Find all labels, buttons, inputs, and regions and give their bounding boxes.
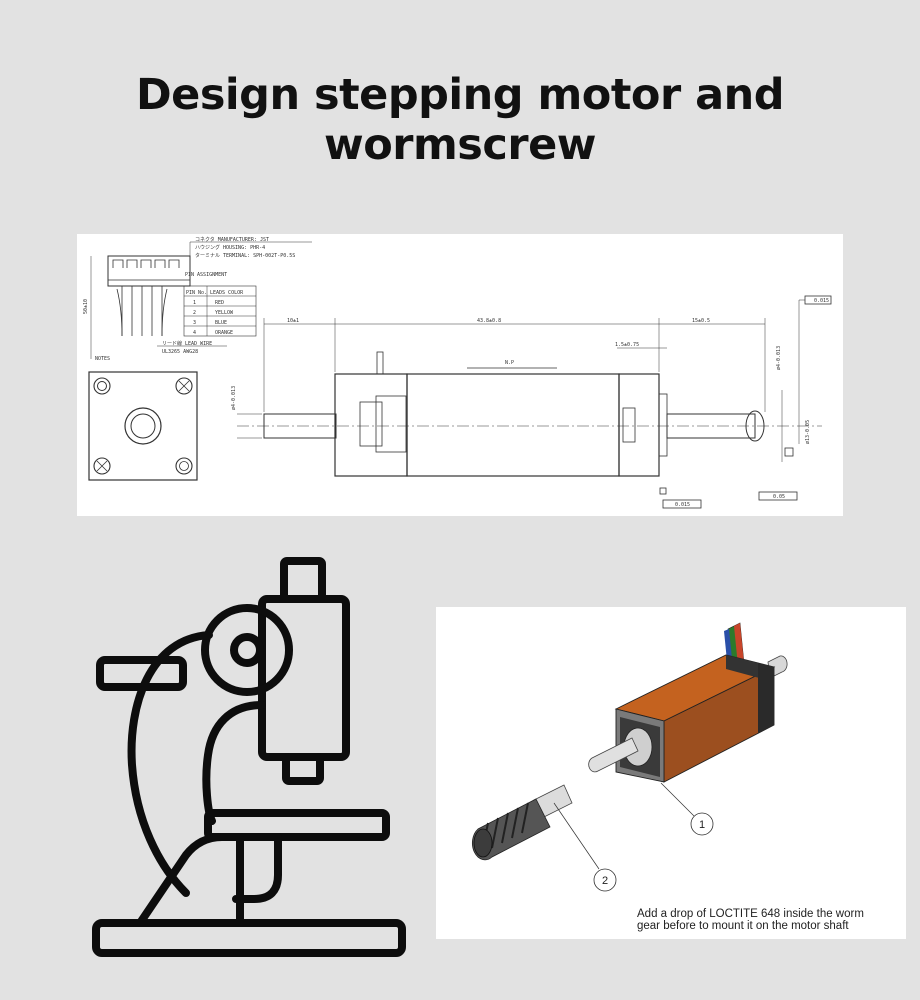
assembly-note-line-1: Add a drop of LOCTITE 648 inside the wor…: [637, 908, 864, 920]
tol-bottom-left: 0.015: [675, 502, 690, 508]
dim-diameter-pilot: ø13-0.05: [805, 420, 811, 444]
connector: [107, 255, 191, 337]
pin-color: BLUE: [215, 320, 227, 326]
pin-table: PIN No. LEADS COLOR 1 RED 2 YELLOW 3 BLU…: [183, 285, 257, 337]
balloon-2-label: 2: [602, 875, 608, 887]
page-title: Design stepping motor and wormscrew: [135, 70, 785, 170]
pin-color: ORANGE: [215, 330, 233, 336]
technical-drawing: 50±10 コネクタ MANUFACTURER: JST ハウジング HOUSI…: [77, 234, 843, 516]
pin-header-no: PIN No.: [186, 290, 207, 296]
dimensions: [237, 299, 805, 462]
balloon-1: [690, 812, 714, 836]
lead-wire-note: リード線 LEAD WIRE UL3265 AWG28 NOTES: [95, 340, 227, 362]
dim-right-shaft: 15±0.5: [692, 318, 710, 324]
worm-gear: [471, 784, 573, 861]
lead-wire-line-1: リード線 LEAD WIRE: [162, 340, 212, 347]
dim-diameter-right: ø4-0.013: [776, 346, 782, 370]
pin-no: 3: [193, 320, 196, 326]
pin-no: 4: [193, 330, 196, 336]
microscope-icon: [90, 555, 410, 960]
dim-diameter-left: ø4-0.013: [231, 386, 237, 410]
dim-small: 1.5±0.75: [615, 342, 639, 348]
lead-wire-line-2: UL3265 AWG28: [162, 349, 198, 355]
front-view: [88, 371, 198, 481]
pin-color: YELLOW: [215, 310, 234, 316]
assembly-note: Add a drop of LOCTITE 648 inside the wor…: [637, 908, 864, 932]
pin-no: 1: [193, 300, 196, 306]
np-label: N.P: [505, 360, 514, 366]
dim-body: 43.8±0.8: [477, 318, 501, 324]
connector-note-1: コネクタ MANUFACTURER: JST: [195, 236, 269, 243]
pin-assignment-title: PIN ASSIGNMENT: [185, 272, 227, 278]
flag-label: 0.015: [814, 298, 829, 304]
height-dimension: 50±10: [83, 299, 89, 314]
pin-no: 2: [193, 310, 196, 316]
balloon-1-label: 1: [699, 819, 705, 831]
motor-body: [614, 654, 776, 783]
tol-bottom-right: 0.05: [773, 494, 785, 500]
notes-label: NOTES: [95, 356, 110, 362]
connector-note-3: ターミナル TERMINAL: SPH-002T-P0.5S: [195, 252, 295, 259]
assembly-render: 1 2 Add a drop of LOCTITE 648 inside the…: [436, 607, 906, 939]
connector-note-2: ハウジング HOUSING: PHR-4: [195, 244, 265, 251]
side-view: N.P: [237, 351, 822, 477]
assembly-note-line-2: gear before to mount it on the motor sha…: [637, 920, 849, 932]
pin-header-color: LEADS COLOR: [210, 290, 244, 296]
dim-left-shaft: 10±1: [287, 318, 299, 324]
tolerance-frames: 0.015 0.015 0.05: [659, 295, 832, 509]
connector-notes: コネクタ MANUFACTURER: JST ハウジング HOUSING: PH…: [185, 236, 312, 278]
balloon-2: [593, 868, 617, 892]
pin-color: RED: [215, 300, 224, 306]
